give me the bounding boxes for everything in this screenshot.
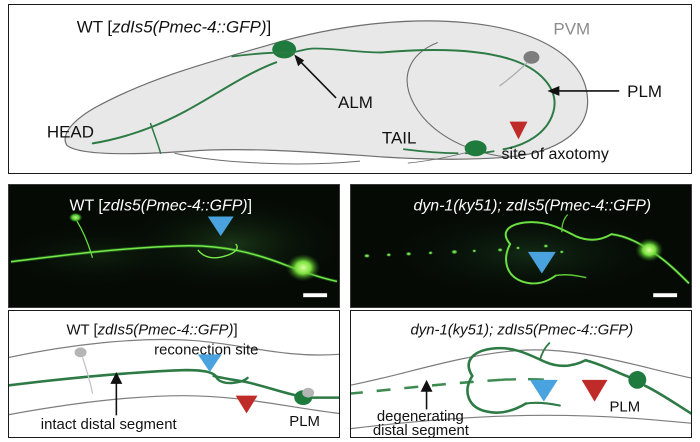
- label-pvm: PVM: [553, 20, 590, 39]
- micrograph-b-branch-tip: [68, 212, 83, 223]
- panel-b-schematic-drawing: WT [zdIs5(Pmec-4::GFP)] reconection site…: [9, 323, 339, 433]
- panel-b-micro-genotype-suffix: ]: [248, 198, 252, 215]
- panel-b-schem-genotype-suffix: ]: [233, 323, 237, 339]
- label-plm-schematic-b: PLM: [289, 414, 320, 430]
- schematic-b-proximal-axon: [212, 374, 299, 397]
- panel-c-micrograph-drawing: dyn-1(ky51); zdIs5(Pmec-4::GFP): [351, 185, 691, 307]
- schematic-b-pvm-soma: [74, 347, 87, 358]
- label-plm: PLM: [627, 82, 662, 101]
- panel-c-schematic-dyn1: dyn-1(ky51); zdIs5(Pmec-4::GFP) degenera…: [350, 310, 692, 438]
- plm-soma: [464, 140, 487, 157]
- micrograph-c-scale-bar: [653, 293, 678, 298]
- micrograph-c-regrowth-tip: [555, 273, 587, 279]
- panel-a-drawing: WT [zdIs5(Pmec-4::GFP)] HEAD TAIL ALM PL…: [25, 18, 662, 165]
- schematic-c-degenerating-axon-2: [500, 377, 550, 382]
- panel-b-micro-genotype-prefix: WT [: [70, 198, 104, 215]
- schematic-c-red-arrowhead: [581, 379, 608, 402]
- schematic-b-pvm-soma-overlap: [302, 387, 315, 398]
- panel-b-schem-genotype-italic: zdIs5(Pmec-4::GFP): [97, 323, 234, 339]
- micrograph-b-blue-arrowhead: [207, 216, 234, 237]
- plm-axon-to-soma: [402, 148, 459, 155]
- panel-a-genotype-prefix: WT [: [77, 18, 113, 37]
- alm-head-branch: [149, 122, 162, 154]
- micrograph-c-regrowth-upper: [504, 221, 613, 246]
- panel-c-schematic-drawing: dyn-1(ky51); zdIs5(Pmec-4::GFP) degenera…: [351, 323, 691, 437]
- schematic-b-reconnection-hook: [214, 374, 249, 385]
- pvm-process: [499, 61, 528, 87]
- label-plm-schematic-c: PLM: [609, 399, 640, 415]
- label-head: HEAD: [47, 122, 94, 141]
- schematic-b-pvm-process: [81, 357, 94, 394]
- plm-tail-process: [407, 151, 468, 164]
- alm-soma: [272, 40, 297, 59]
- micrograph-b-body-glow-2: [9, 222, 208, 290]
- panel-b-micrograph-genotype-label: WT [zdIs5(Pmec-4::GFP)]: [21, 198, 292, 215]
- alm-leader-line: [297, 58, 337, 99]
- panel-b-micrograph-drawing: WT [zdIs5(Pmec-4::GFP)]: [9, 185, 339, 307]
- panel-a-genotype-italic: zdIs5(Pmec-4::GFP): [111, 18, 266, 37]
- label-degenerating-line2: distal segment: [373, 423, 470, 437]
- plm-leader-arrowhead: [547, 86, 560, 96]
- label-tail: TAIL: [382, 128, 417, 147]
- schematic-b-red-arrowhead: [235, 395, 258, 414]
- label-reconnection-site: reconection site: [154, 342, 258, 358]
- micrograph-b-branch: [76, 220, 94, 258]
- alm-leader-arrowhead: [294, 54, 305, 67]
- panel-b-schem-genotype-prefix: WT [: [66, 323, 97, 339]
- panel-c-micrograph-genotype-label: dyn-1(ky51); zdIs5(Pmec-4::GFP): [365, 198, 691, 215]
- micrograph-b-plm-soma: [286, 253, 321, 282]
- schematic-c-regrowth-lower: [466, 374, 528, 414]
- micrograph-b-reconnection-loop: [197, 243, 238, 259]
- schematic-b-ventral-contour: [9, 395, 339, 416]
- schematic-c-blue-arrowhead: [529, 379, 558, 402]
- schematic-c-spur: [539, 341, 551, 361]
- schematic-c-regrowth-upper: [467, 346, 587, 378]
- plm-axon-proximal: [380, 48, 556, 151]
- schematic-c-axon-past-soma: [643, 384, 691, 415]
- worm-tail-contour: [174, 152, 361, 165]
- axotomy-red-arrowhead: [509, 121, 528, 140]
- schematic-c-ventral-contour: [351, 414, 691, 430]
- panel-c-micro-genotype-italic: dyn-1(ky51); zdIs5(Pmec-4::GFP): [413, 198, 651, 215]
- panel-a-whole-worm-schematic: WT [zdIs5(Pmec-4::GFP)] HEAD TAIL ALM PL…: [8, 4, 692, 174]
- pvm-soma: [523, 50, 540, 64]
- panel-c-schematic-genotype-label: dyn-1(ky51); zdIs5(Pmec-4::GFP): [365, 323, 671, 339]
- schematic-c-regrowth-tip: [524, 401, 561, 407]
- micrograph-c-spur: [561, 214, 569, 233]
- panel-b-schematic-wt: WT [zdIs5(Pmec-4::GFP)] reconection site…: [8, 310, 340, 438]
- schematic-b-dorsal-contour: [9, 338, 339, 359]
- panel-a-genotype-suffix: ]: [266, 18, 271, 37]
- schematic-c-plm-soma: [628, 371, 647, 389]
- micrograph-c-degenerating-puncta: [363, 244, 564, 259]
- schematic-b-blue-arrowhead: [197, 354, 222, 373]
- panel-b-micro-genotype-italic: zdIs5(Pmec-4::GFP): [102, 198, 248, 215]
- panel-a-genotype-label: WT [zdIs5(Pmec-4::GFP)]: [25, 18, 314, 37]
- micrograph-c-regrowth-lower: [505, 243, 557, 285]
- schematic-b-distal-arrowhead: [110, 372, 123, 384]
- micrograph-b-scale-bar: [303, 293, 328, 298]
- label-site-of-axotomy: site of axotomy: [502, 146, 609, 163]
- schematic-c-degenerating-arrowhead: [420, 379, 433, 392]
- schematic-b-distal-axon: [9, 368, 218, 387]
- label-intact-distal-segment: intact distal segment: [41, 417, 178, 433]
- worm-body-outline: [64, 20, 589, 160]
- panel-c-schem-genotype-italic: dyn-1(ky51); zdIs5(Pmec-4::GFP): [410, 323, 633, 339]
- micrograph-c-blue-arrowhead: [527, 251, 556, 274]
- label-alm: ALM: [338, 93, 373, 112]
- schematic-c-proximal-axon: [584, 358, 633, 380]
- panel-b-micrograph-wt: WT [zdIs5(Pmec-4::GFP)]: [8, 184, 340, 308]
- schematic-c-degenerating-axon: [351, 378, 501, 395]
- alm-axon: [91, 61, 278, 145]
- panel-c-micrograph-dyn1: dyn-1(ky51); zdIs5(Pmec-4::GFP): [350, 184, 692, 308]
- micrograph-c-plm-soma: [635, 238, 664, 262]
- label-degenerating-line1: degenerating: [377, 409, 464, 425]
- plm-axon-distal: [231, 47, 383, 58]
- panel-b-schematic-genotype-label: WT [zdIs5(Pmec-4::GFP)]: [21, 323, 275, 339]
